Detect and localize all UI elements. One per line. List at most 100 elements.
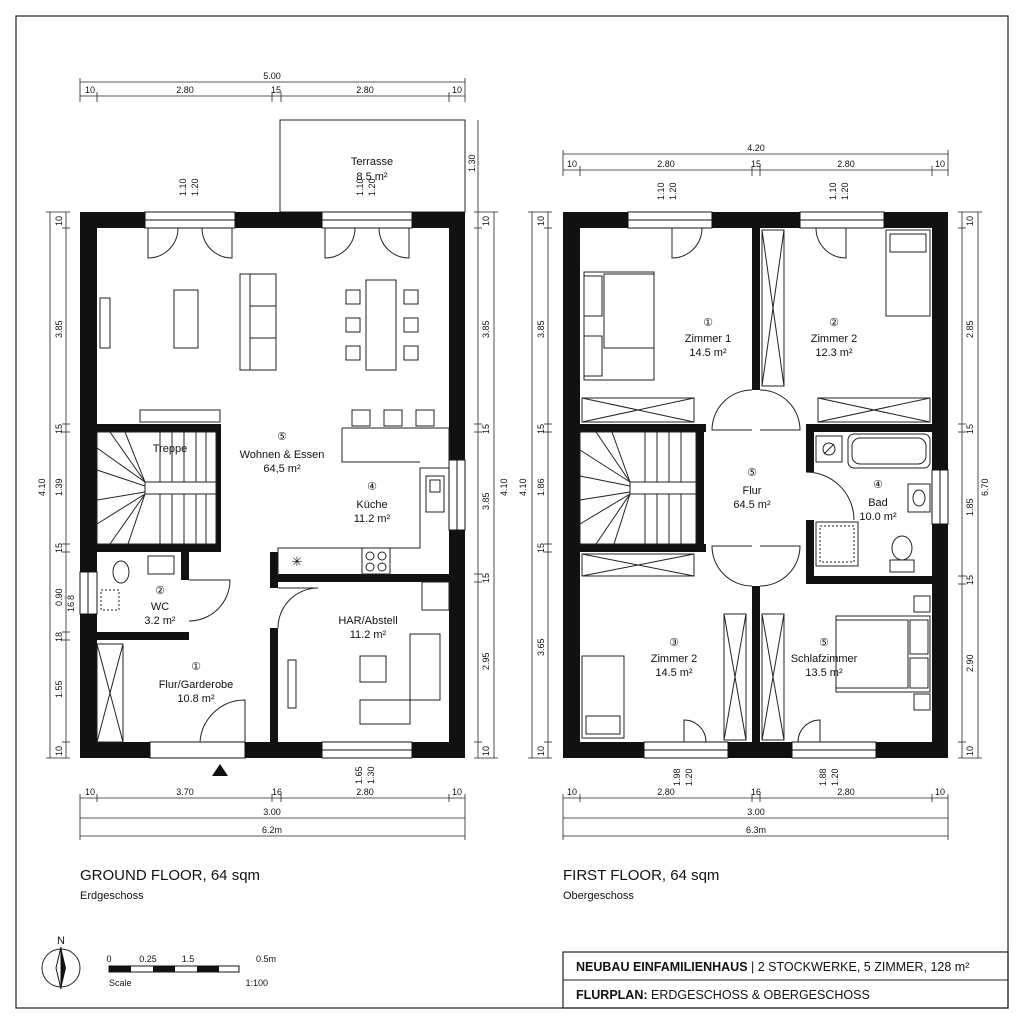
stairs-label: Treppe [153,443,187,455]
svg-text:13.5 m²: 13.5 m² [805,667,843,679]
svg-text:2.80: 2.80 [837,159,855,169]
svg-text:15: 15 [965,575,975,585]
ground-floor-caption: GROUND FLOOR, 64 sqm [80,867,260,884]
ground-exterior-walls [80,212,465,758]
svg-text:1.65: 1.65 [354,766,364,784]
washbasin [147,555,175,575]
svg-text:②: ② [829,317,839,329]
room-name: Küche [356,499,387,511]
staircase [96,431,217,545]
svg-text:1.30: 1.30 [467,154,477,172]
svg-text:4.20: 4.20 [747,143,765,153]
room-area: 64,5 m² [263,463,301,475]
svg-text:15: 15 [536,543,546,553]
entrance-opening [149,741,246,759]
svg-text:③: ③ [669,637,679,649]
svg-text:10: 10 [481,746,491,756]
svg-text:15: 15 [965,424,975,434]
svg-text:2.95: 2.95 [481,652,491,670]
svg-text:1.10: 1.10 [828,182,838,200]
svg-text:12.3 m²: 12.3 m² [815,347,853,359]
staircase [579,431,697,545]
ground-floor-plan: Terrasse 8.5 m² [37,71,509,902]
svg-text:1.88: 1.88 [818,768,828,786]
svg-text:14.5 m²: 14.5 m² [689,347,727,359]
svg-text:1.5: 1.5 [182,954,195,964]
svg-text:16: 16 [272,787,282,797]
svg-text:10: 10 [85,787,95,797]
svg-text:10: 10 [965,216,975,226]
svg-text:1.30: 1.30 [366,766,376,784]
svg-text:18: 18 [54,632,64,642]
svg-text:Flur: Flur [743,485,762,497]
svg-text:1.20: 1.20 [367,178,377,196]
sink [425,475,445,513]
svg-text:15: 15 [271,85,281,95]
shower [815,521,859,567]
svg-text:10: 10 [935,159,945,169]
extractor-icon: ✳ [292,554,303,569]
svg-text:⑤: ⑤ [819,637,829,649]
svg-text:2.80: 2.80 [356,787,374,797]
svg-text:16: 16 [66,602,76,612]
svg-text:Zimmer 2: Zimmer 2 [651,653,697,665]
svg-text:10: 10 [965,746,975,756]
ground-dimension-lines [46,78,498,840]
svg-text:1.20: 1.20 [190,178,200,196]
terrace-area: 8.5 m² [356,171,388,183]
svg-text:15: 15 [481,573,491,583]
first-furniture [579,229,931,741]
svg-text:10: 10 [481,216,491,226]
svg-text:64.5 m²: 64.5 m² [733,499,771,511]
svg-text:8: 8 [66,595,76,600]
svg-text:4.10: 4.10 [37,478,47,496]
room-num: ⑤ [277,431,287,443]
double-bed [583,271,655,381]
room-area: 10.8 m² [177,693,215,705]
svg-text:14.5 m²: 14.5 m² [655,667,693,679]
north-label: N [57,935,65,947]
svg-text:4.10: 4.10 [499,478,509,496]
svg-text:6.70: 6.70 [980,478,990,496]
svg-text:1.20: 1.20 [684,768,694,786]
terrace-name: Terrasse [351,156,393,168]
room-area: 3.2 m² [144,615,176,627]
svg-text:3.85: 3.85 [54,320,64,338]
svg-text:0.90: 0.90 [54,588,64,606]
bathtub [847,433,931,469]
svg-text:2.80: 2.80 [176,85,194,95]
svg-text:2.80: 2.80 [657,787,675,797]
svg-text:2.85: 2.85 [965,320,975,338]
toilet [891,535,913,561]
svg-text:1.55: 1.55 [54,680,64,698]
svg-text:3.85: 3.85 [536,320,546,338]
svg-text:2.80: 2.80 [657,159,675,169]
svg-text:10: 10 [567,159,577,169]
room-name: HAR/Abstell [338,615,397,627]
ground-room-labels: ⑤ Wohnen & Essen 64,5 m² ④ Küche 11.2 m²… [144,431,397,705]
scale-ratio: 1:100 [245,978,268,988]
single-bed [885,229,931,317]
sideboard [139,409,221,423]
svg-text:0.5m: 0.5m [256,954,276,964]
svg-text:1.85: 1.85 [965,498,975,516]
svg-text:10: 10 [935,787,945,797]
svg-text:2.90: 2.90 [965,654,975,672]
svg-text:Bad: Bad [868,497,888,509]
single-bed [581,655,625,739]
svg-text:1.20: 1.20 [668,182,678,200]
room-name: WC [151,601,169,613]
svg-text:6.2m: 6.2m [262,825,282,835]
first-floor-plan: ① Zimmer 1 14.5 m² ② Zimmer 2 12.3 m² ⑤ … [518,143,990,902]
kitchen-counter [277,427,450,576]
svg-text:6.3m: 6.3m [746,825,766,835]
room-num: ② [155,585,165,597]
toilet [112,560,130,584]
room-area: 11.2 m² [354,513,391,525]
svg-text:Zimmer 1: Zimmer 1 [685,333,731,345]
scale-bar: 0 0.25 1.5 0.5m Scale 1:100 [106,954,276,988]
room-num: ① [191,661,201,673]
svg-text:3.70: 3.70 [176,787,194,797]
room-name: Wohnen & Essen [240,449,325,461]
